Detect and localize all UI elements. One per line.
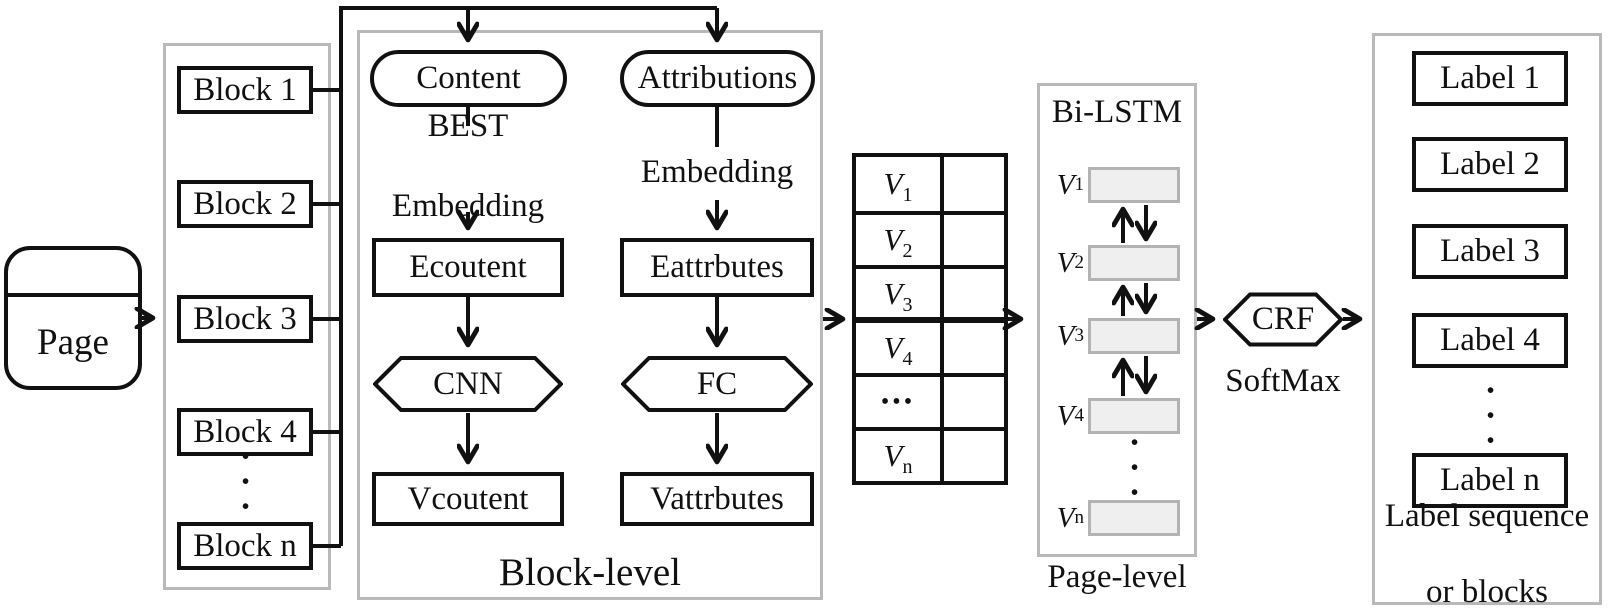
vector-cell-empty [940, 211, 1004, 265]
block-box: Block 1 [177, 66, 313, 114]
vector-cell-empty [940, 427, 1004, 481]
vattrbutes-box: Vattrbutes [620, 472, 814, 526]
vector-cell: Vn [856, 427, 940, 481]
crf-hexagon-shape [1223, 292, 1343, 347]
lstm-label-base: V [1056, 246, 1075, 279]
lstm-cell [1088, 245, 1180, 281]
vector-label: V [883, 276, 903, 311]
vector-cell: V1 [856, 157, 940, 211]
label-box: Label 1 [1412, 51, 1568, 106]
vector-label: V [883, 166, 903, 201]
vector-cell-empty [940, 319, 1004, 373]
label-box: Label 4 [1412, 313, 1568, 368]
lstm-label-base: V [1056, 501, 1075, 534]
block-level-title: Block-level [499, 550, 681, 594]
block-box: Block 3 [177, 295, 313, 343]
vector-label: V [883, 438, 903, 473]
best-embedding-label: BEST Embedding [368, 108, 568, 224]
ecoutent-box: Ecoutent [372, 238, 564, 297]
fc-label: FC [696, 365, 738, 402]
vector-label-sub: n [902, 456, 913, 479]
vector-table: V1 V2 V3 V4 ••• Vn [852, 153, 1008, 485]
blocks-vertical-ellipsis: ••• [233, 443, 258, 519]
page-node-divider [8, 293, 138, 297]
attributions-stadium: Attributions [620, 50, 815, 107]
lstm-cell [1088, 167, 1180, 203]
block-box: Block 4 [177, 408, 313, 456]
labels-vertical-ellipsis: ••• [1478, 377, 1503, 453]
softmax-label: SoftMax [1225, 362, 1341, 399]
lstm-label-base: V [1056, 319, 1075, 352]
vector-ellipsis: ••• [880, 388, 916, 415]
best-embedding-line2: Embedding [391, 188, 545, 224]
page-node-label: Page [37, 321, 109, 363]
label-box: Label 2 [1412, 137, 1568, 192]
vector-label: V [883, 330, 903, 365]
eattrbutes-box: Eattrbutes [620, 238, 814, 297]
bilstm-title: Bi-LSTM [1051, 93, 1183, 130]
labels-container [1372, 33, 1602, 605]
vector-cell-empty [940, 265, 1004, 319]
label-box: Label 3 [1412, 224, 1568, 279]
cnn-hexagon: CNN [372, 355, 564, 413]
vector-label: V [883, 222, 903, 257]
embedding-label: Embedding [640, 153, 794, 190]
fc-hexagon: FC [620, 355, 814, 413]
lstm-cell [1088, 318, 1180, 354]
lstm-cell [1088, 398, 1180, 434]
vector-label-sub: 2 [902, 240, 913, 263]
vector-cell: V2 [856, 211, 940, 265]
page-level-caption: Page-level [1047, 558, 1187, 595]
vector-label-sub: 4 [902, 348, 913, 371]
cnn-label: CNN [433, 365, 503, 402]
lstm-label-base: V [1056, 168, 1075, 201]
vector-label-sub: 3 [902, 294, 913, 317]
page-node: Page [4, 246, 142, 390]
block-box: Block n [177, 522, 313, 570]
crf-label: CRF [1251, 301, 1315, 337]
vector-cell: ••• [856, 373, 940, 427]
vector-cell: V3 [856, 265, 940, 319]
labels-caption-line2: or blocks [1426, 574, 1548, 610]
lstm-vertical-ellipsis: ••• [1122, 429, 1147, 505]
labels-caption-line1: Label sequence [1384, 498, 1590, 534]
vector-cell-empty [940, 157, 1004, 211]
labels-caption: Label sequence or blocks [1377, 498, 1597, 610]
label-box: Label n [1412, 453, 1568, 508]
vector-cell: V4 [856, 319, 940, 373]
lstm-cell [1088, 500, 1180, 536]
crf-hexagon: CRF [1223, 292, 1343, 347]
vector-cell-empty [940, 373, 1004, 427]
block-box: Block 2 [177, 180, 313, 228]
lstm-label-base: V [1056, 399, 1075, 432]
best-embedding-line1: BEST [427, 108, 509, 144]
vector-label-sub: 1 [902, 184, 913, 207]
vcoutent-box: Vcoutent [372, 472, 564, 526]
content-stadium: Content [370, 50, 567, 107]
